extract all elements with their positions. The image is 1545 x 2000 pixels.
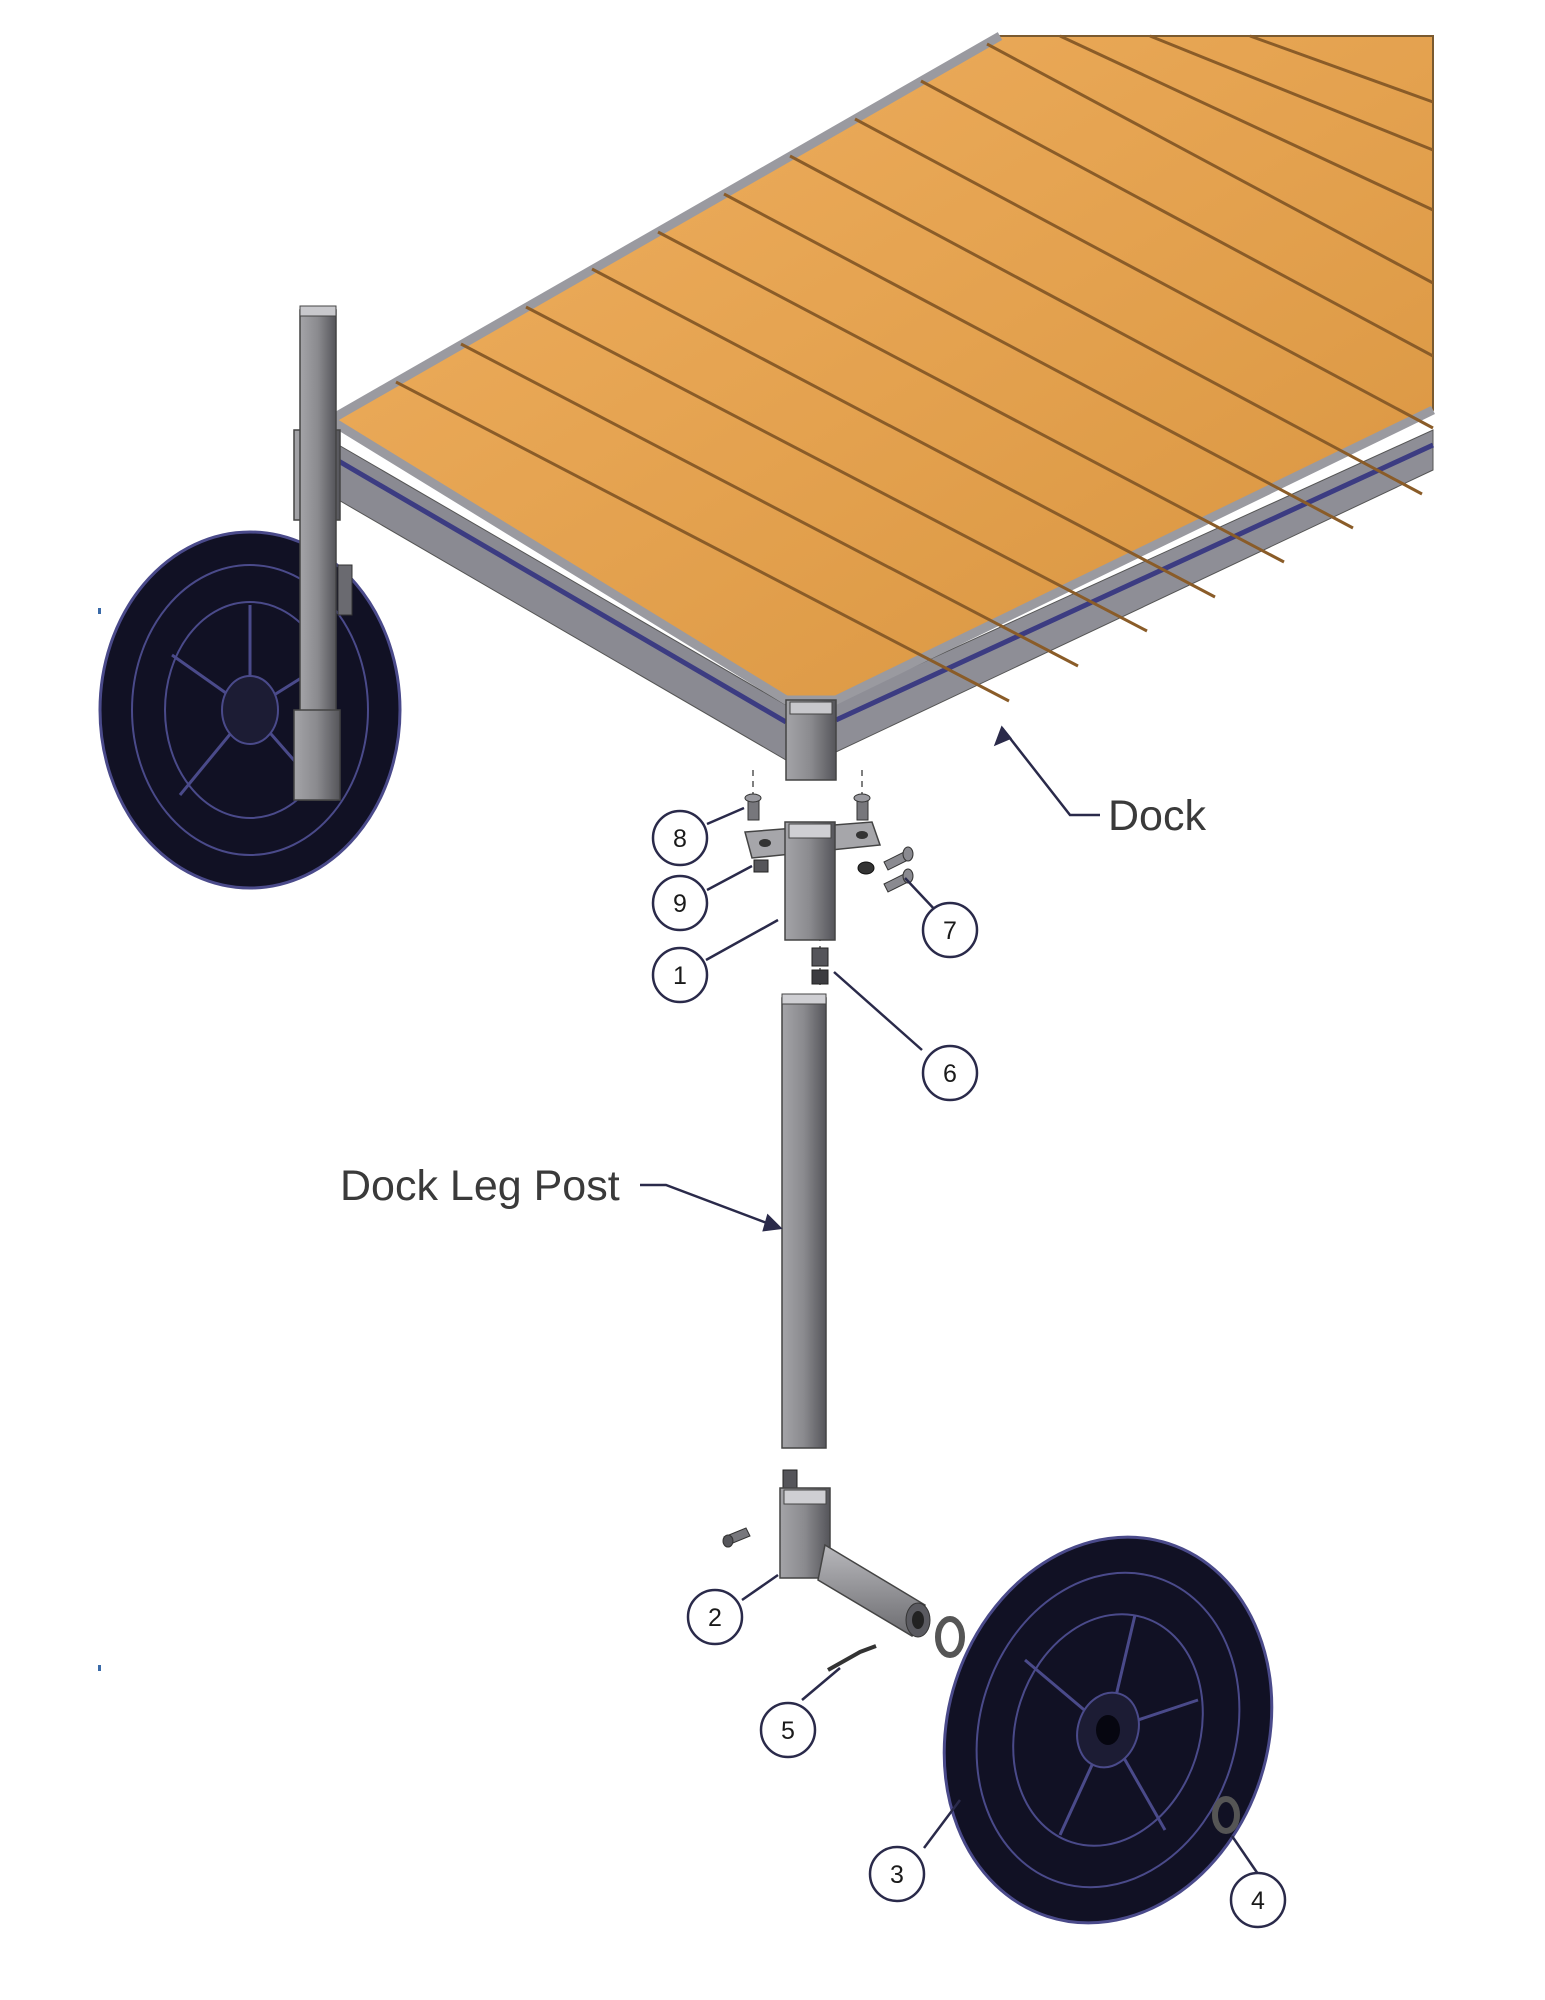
callout-2: 2 xyxy=(686,1588,744,1646)
dock-frame-right-stripe xyxy=(834,442,1435,723)
callout-3: 3 xyxy=(868,1845,926,1903)
cotter-pin xyxy=(827,1644,877,1672)
axle-bracket-part-2 xyxy=(722,1469,965,1672)
upper-bracket-hardware xyxy=(744,770,914,985)
callout-6: 6 xyxy=(921,1044,979,1102)
inner-washer xyxy=(935,1616,965,1658)
callout-6-label: 6 xyxy=(943,1060,957,1088)
dock-deck xyxy=(328,35,1434,701)
callout-8: 8 xyxy=(651,809,709,867)
deck-board-gaps xyxy=(395,34,1434,703)
dock-frame-front-stripe xyxy=(328,453,788,725)
callout-4: 4 xyxy=(1229,1871,1287,1929)
dock-leg-post-label: Dock Leg Post xyxy=(340,1162,620,1210)
edge-mark-top xyxy=(98,608,101,614)
callout-9: 9 xyxy=(651,874,709,932)
callout-4-label: 4 xyxy=(1251,1887,1265,1915)
callout-3-label: 3 xyxy=(890,1861,904,1889)
top-bolt-right xyxy=(853,793,871,821)
callout-7: 7 xyxy=(921,901,979,959)
dock xyxy=(293,32,1435,781)
callout-7-label: 7 xyxy=(943,917,957,945)
edge-mark-bottom xyxy=(98,1665,101,1671)
top-bolt-left xyxy=(744,793,762,821)
callout-5-label: 5 xyxy=(781,1717,795,1745)
callout-1-label: 1 xyxy=(673,962,687,990)
dock-back-rim xyxy=(327,32,1003,424)
left-wheel-assembly xyxy=(98,305,402,890)
axle xyxy=(817,1543,926,1638)
callout-5: 5 xyxy=(759,1701,817,1759)
callout-9-label: 9 xyxy=(673,890,687,918)
leader-lines xyxy=(640,725,1260,1875)
dock-leg-post-part xyxy=(781,993,827,1449)
callout-1: 1 xyxy=(651,946,709,1004)
lower-nut xyxy=(811,947,829,985)
bracket-nut xyxy=(753,859,769,873)
dock-leg-post xyxy=(781,997,827,1449)
dock-label: Dock xyxy=(1108,792,1206,840)
side-bolts xyxy=(883,846,914,893)
axle-bracket-bolt xyxy=(722,1527,751,1548)
bracket-sleeve-part-1 xyxy=(784,821,836,941)
callout-8-label: 8 xyxy=(673,825,687,853)
front-wheel-part-3 xyxy=(942,1535,1274,1925)
outer-washer xyxy=(1212,1796,1240,1834)
callout-2-label: 2 xyxy=(708,1604,722,1632)
